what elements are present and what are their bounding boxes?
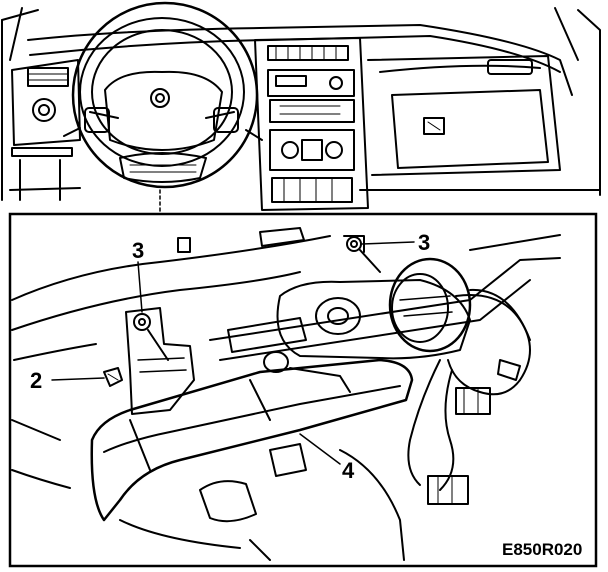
steering-wheel-emblem xyxy=(150,88,170,108)
callout-2: 2 xyxy=(30,368,42,393)
callout-4: 4 xyxy=(342,458,355,483)
leader-3-left xyxy=(137,261,143,313)
radio-unit xyxy=(267,69,355,97)
figure-reference-code: E850R020 xyxy=(502,540,582,559)
callout-3-left: 3 xyxy=(132,238,144,263)
leader-2 xyxy=(51,377,105,381)
leader-3-right xyxy=(361,241,415,245)
wiring-harness xyxy=(447,294,531,396)
connector-upper xyxy=(455,387,491,415)
headlight-switch xyxy=(32,98,56,122)
ignition-ring xyxy=(388,257,472,353)
bolt-upper-left xyxy=(133,313,151,331)
connector-lower xyxy=(427,475,469,505)
screw xyxy=(103,367,123,387)
bolt-upper-right xyxy=(346,236,362,252)
center-air-vent xyxy=(267,45,349,61)
dashboard-overview xyxy=(1,1,601,213)
detail-view-frame xyxy=(8,212,598,568)
mounting-bracket xyxy=(125,307,195,415)
right-air-vent xyxy=(487,59,533,75)
climate-control-panel xyxy=(269,129,355,171)
glovebox-latch xyxy=(423,117,445,135)
glovebox xyxy=(391,89,549,169)
detail-view xyxy=(11,227,561,561)
left-air-vent xyxy=(27,67,69,87)
callout-3-right: 3 xyxy=(418,230,430,255)
leader-4 xyxy=(299,433,341,465)
lower-trim-panel xyxy=(90,358,414,522)
